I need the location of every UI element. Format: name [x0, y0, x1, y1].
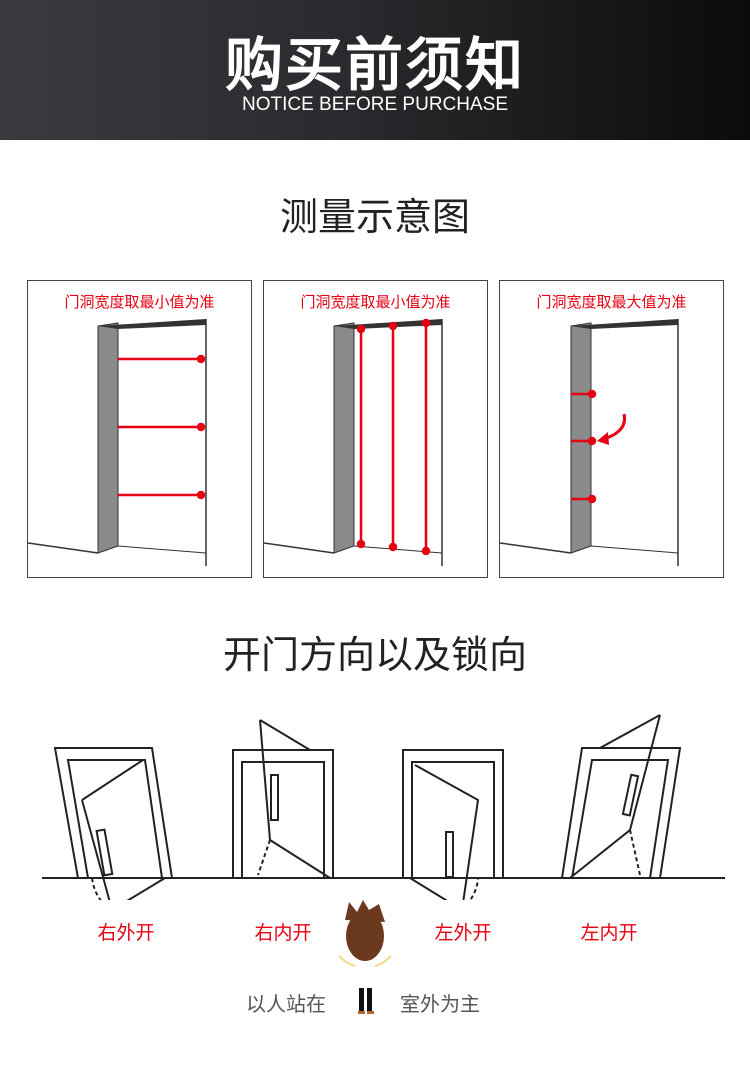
- banner-subtitle: NOTICE BEFORE PURCHASE: [241, 94, 509, 115]
- door-left-inward: [560, 714, 682, 879]
- panel-label: 门洞宽度取最小值为准: [64, 293, 215, 311]
- note-right: 室外为主: [400, 992, 480, 1016]
- header-banner: 购买前须知 NOTICE BEFORE PURCHASE: [0, 0, 750, 140]
- door-frame-diagram: [28, 319, 207, 566]
- door-label-right-inward: 右内开: [254, 922, 312, 944]
- note-left: 以人站在: [246, 992, 326, 1016]
- door-right-outward: [53, 747, 174, 900]
- direction-title: 开门方向以及锁向: [222, 633, 527, 677]
- door-label-right-outward: 右外开: [97, 922, 155, 944]
- person-head-icon: [338, 900, 392, 967]
- person-legs-icon: [358, 988, 374, 1014]
- panel-label: 门洞宽度取最大值为准: [536, 293, 687, 311]
- door-left-outward: [402, 749, 504, 900]
- door-direction-diagram: [42, 714, 725, 900]
- door-frame-diagram: [500, 319, 679, 566]
- door-frame-diagram: [264, 318, 443, 566]
- door-label-left-inward: 左内开: [580, 922, 638, 944]
- measure-panel-wall-max: 门洞宽度取最大值为准: [499, 280, 724, 578]
- measure-panel-width-min: 门洞宽度取最小值为准: [27, 280, 252, 578]
- door-right-inward: [232, 719, 334, 879]
- measure-title: 测量示意图: [279, 195, 470, 239]
- panel-label: 门洞宽度取最小值为准: [300, 293, 451, 311]
- measure-panel-height-min: 门洞宽度取最小值为准: [263, 280, 488, 578]
- banner-title: 购买前须知: [224, 31, 525, 99]
- door-label-left-outward: 左外开: [434, 922, 492, 944]
